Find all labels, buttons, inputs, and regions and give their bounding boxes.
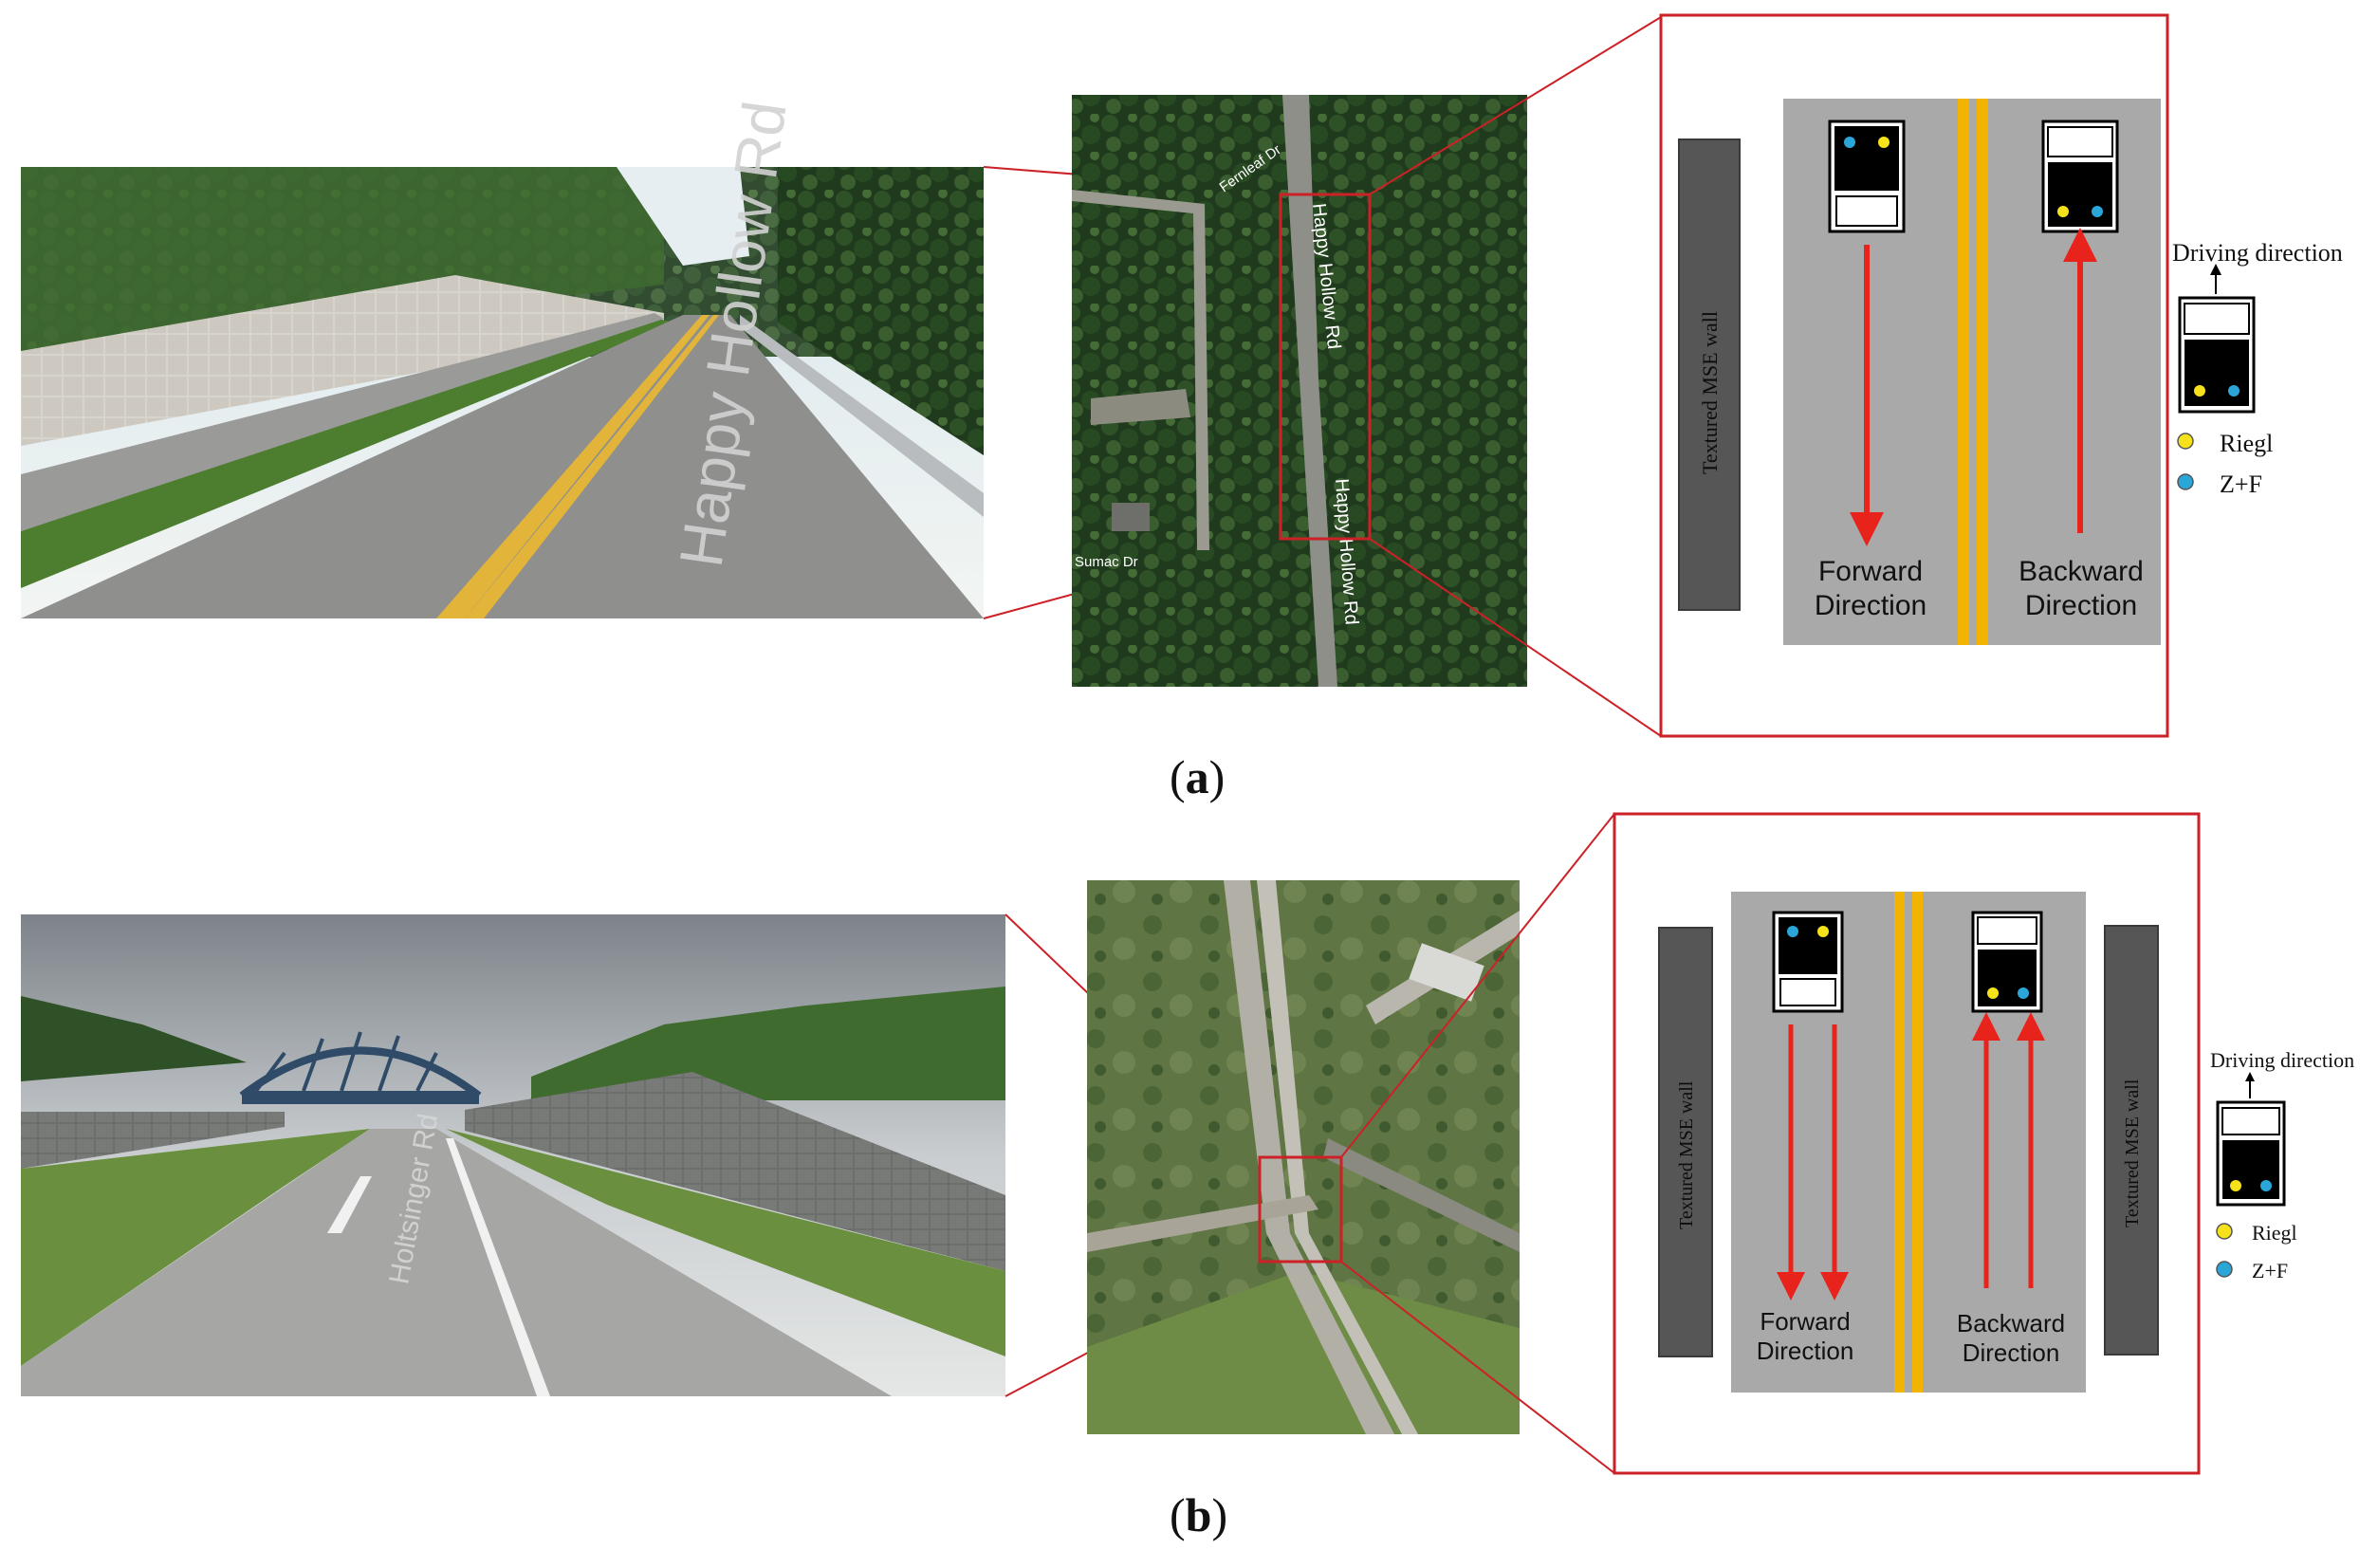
vehicle-icon bbox=[2041, 120, 2119, 233]
vehicle-icon bbox=[1971, 911, 2043, 1013]
legend-title-b: Driving direction bbox=[2210, 1048, 2354, 1072]
panel-label-b: (b) bbox=[1170, 1488, 1228, 1541]
legend-b: Driving direction Riegl Z+F bbox=[2210, 1048, 2354, 1282]
vehicle-icon bbox=[2178, 296, 2256, 414]
vehicle-icon bbox=[1772, 911, 1844, 1013]
mse-wall-b-right bbox=[2104, 925, 2159, 1356]
callout-lines-map-diagram-a bbox=[1369, 16, 1662, 737]
street-view-photo-a: Happy Hollow Rd bbox=[21, 97, 984, 618]
lane-right-label-a-1: Backward bbox=[2019, 556, 2144, 587]
zf-marker bbox=[2177, 473, 2194, 490]
mse-wall-label-b-left: Textured MSE wall bbox=[1676, 1080, 1697, 1229]
legend-riegl-b: Riegl bbox=[2252, 1221, 2297, 1245]
lane-right-label-b-1: Backward bbox=[1957, 1309, 2065, 1337]
map-focus-box-a bbox=[1279, 193, 1372, 541]
mse-wall-a bbox=[1678, 138, 1741, 611]
mse-wall-label-b-right: Textured MSE wall bbox=[2122, 1079, 2143, 1227]
street-view-photo-b: Holtsinger Rd bbox=[21, 914, 1005, 1396]
aerial-map-b bbox=[1087, 880, 1520, 1434]
map-label-sumac: Sumac Dr bbox=[1075, 554, 1138, 570]
center-line-a-1 bbox=[1958, 99, 1969, 645]
aerial-map-a: Fernleaf Dr Happy Hollow Rd Happy Hollow… bbox=[1072, 95, 1527, 687]
legend-a: Driving direction Riegl Z+F bbox=[2172, 239, 2343, 498]
mse-wall-b-left bbox=[1658, 927, 1713, 1357]
legend-title-a: Driving direction bbox=[2172, 239, 2343, 267]
callout-lines-map-diagram-b bbox=[1340, 813, 1615, 1474]
vehicle-icon bbox=[2216, 1100, 2286, 1207]
legend-riegl-a: Riegl bbox=[2220, 430, 2273, 457]
lane-diagram-b: Textured MSE wall Textured MSE wall bbox=[1613, 812, 2201, 1475]
vehicle-icon bbox=[1828, 120, 1906, 233]
lane-left-label-a-1: Forward bbox=[1818, 556, 1923, 587]
legend-zf-a: Z+F bbox=[2220, 470, 2262, 498]
lane-left-label-a-2: Direction bbox=[1815, 590, 1926, 621]
zf-marker bbox=[2216, 1261, 2233, 1278]
center-line-b-2 bbox=[1912, 892, 1923, 1393]
panel-a: Happy Hollow Rd Fernleaf Dr Happy Hollow… bbox=[21, 13, 2343, 738]
lane-right-label-b-2: Direction bbox=[1963, 1338, 2060, 1367]
lane-left-label-b-1: Forward bbox=[1760, 1307, 1850, 1336]
lane-left-label-b-2: Direction bbox=[1757, 1337, 1854, 1365]
center-line-a-2 bbox=[1977, 99, 1988, 645]
lane-diagram-a: Textured MSE wall bbox=[1659, 13, 2169, 738]
lane-right-label-a-2: Direction bbox=[2025, 590, 2137, 621]
mse-wall-label-a: Textured MSE wall bbox=[1698, 311, 1722, 474]
panel-label-a: (a) bbox=[1170, 750, 1226, 803]
map-focus-box-b bbox=[1258, 1155, 1343, 1264]
riegl-marker bbox=[2216, 1223, 2233, 1240]
riegl-marker bbox=[2177, 433, 2194, 450]
panel-b: Holtsinger Rd Text bbox=[21, 812, 2354, 1475]
legend-zf-b: Z+F bbox=[2252, 1259, 2288, 1282]
center-line-b-1 bbox=[1894, 892, 1905, 1393]
